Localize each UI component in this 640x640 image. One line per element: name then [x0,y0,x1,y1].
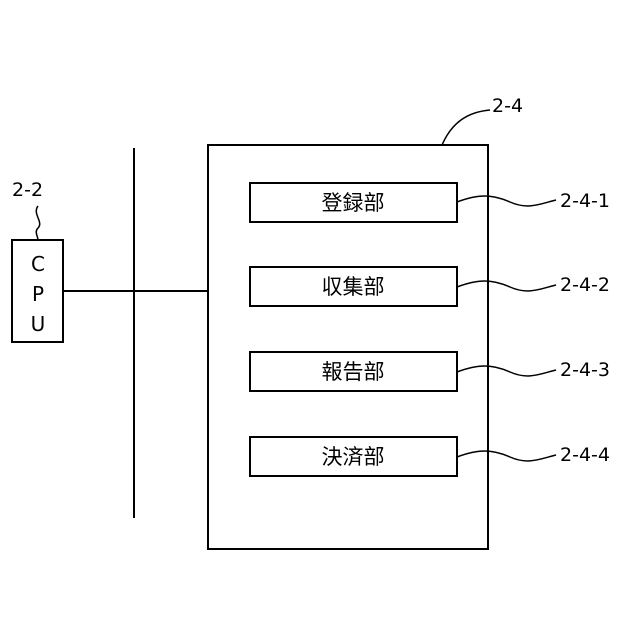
cpu-ref-leader [36,206,40,240]
unit-ref-leader-report [457,366,556,376]
unit-label-registration: 登録部 [322,191,385,215]
unit-ref-registration: 2-4-1 [560,190,610,212]
unit-ref-leader-registration [457,196,556,206]
unit-ref-leader-settlement [457,451,556,461]
unit-ref-report: 2-4-3 [560,359,610,381]
unit-ref-collection: 2-4-2 [560,274,610,296]
cpu-char-c: C [31,252,45,276]
module-ref-leader [442,110,490,145]
unit-ref-leader-collection [457,281,556,291]
unit-label-settlement: 決済部 [322,445,385,469]
module-ref-label: 2-4 [492,95,523,117]
unit-label-report: 報告部 [322,360,385,384]
cpu-char-p: P [32,282,44,306]
unit-ref-settlement: 2-4-4 [560,444,610,466]
unit-label-collection: 収集部 [322,275,385,299]
cpu-ref-label: 2-2 [12,179,43,201]
cpu-char-u: U [31,312,46,336]
